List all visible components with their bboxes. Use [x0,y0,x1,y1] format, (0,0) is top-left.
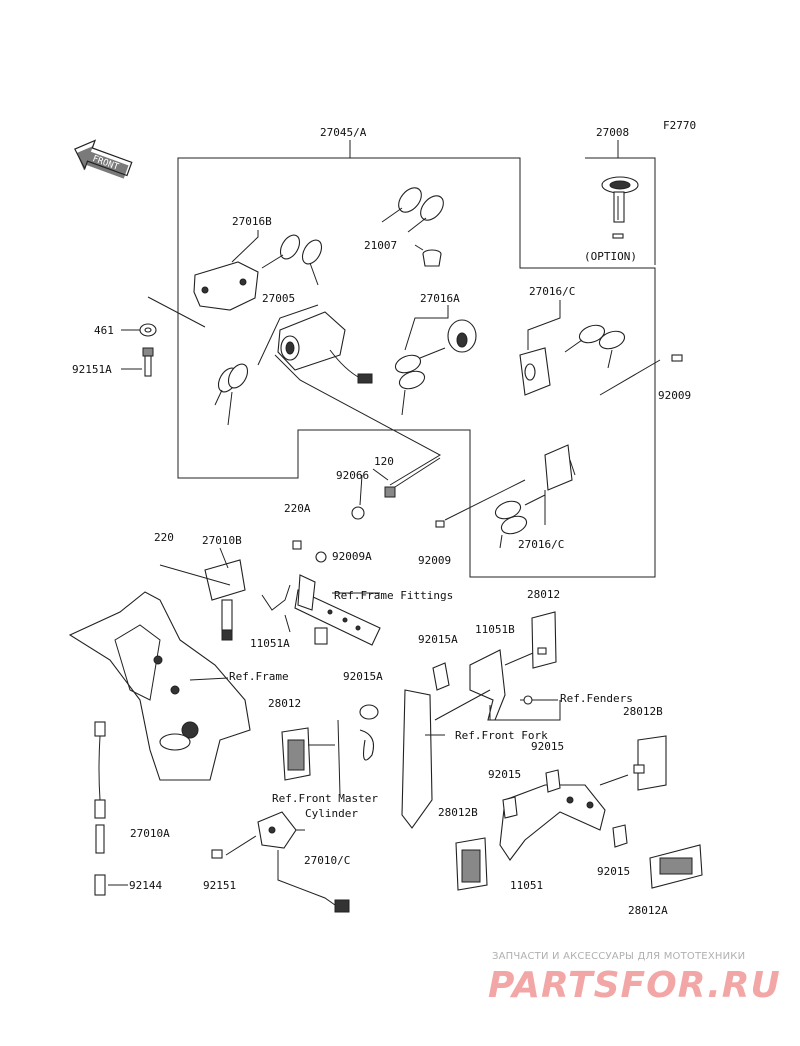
label-28012B-right: 28012B [623,705,663,718]
cap-21007-icon [422,249,442,267]
option-label: (OPTION) [584,250,637,263]
label-220A: 220A [284,502,311,515]
label-28012-top: 28012 [527,588,561,601]
label-92144: 92144 [129,879,163,892]
keys-21007-icon [381,187,444,233]
frame-fittings-bracket-icon [294,574,381,646]
set-bracket-lines [177,140,656,578]
label-92009-right: 92009 [658,389,692,402]
label-27008: 27008 [596,126,630,139]
lock-27016C-low-icon [494,444,573,549]
label-11051: 11051 [510,879,544,892]
label-92066: 92066 [336,469,370,482]
label-92151A: 92151A [72,363,112,376]
cover-27016B-icon [193,234,323,311]
switch-27010C-icon [211,811,350,913]
label-21007: 21007 [364,239,398,252]
ref-front-master-1: Ref.Front Master [272,792,378,805]
label-28012-left: 28012 [268,697,302,710]
label-120: 120 [374,455,394,468]
bracket-11051-icon [499,774,629,861]
nuts-92015A-icon [359,662,450,761]
label-11051A: 11051A [250,637,290,650]
cable-27010A-icon [94,721,128,896]
label-92015-2: 92015 [488,768,522,781]
frame-icon [68,591,251,781]
reflector-28012-top-icon [531,611,557,669]
label-220: 220 [154,531,174,544]
reflector-28012-left-icon [281,719,341,796]
label-92015A-2: 92015A [343,670,383,683]
front-fork-icon [401,689,445,829]
label-27005: 27005 [262,292,296,305]
watermark-tagline: ЗАПЧАСТИ И АКСЕССУАРЫ ДЛЯ МОТОТЕХНИКИ [492,951,746,962]
ref-front-fork: Ref.Front Fork [455,729,548,742]
ref-frame-fittings: Ref.Frame Fittings [334,589,454,602]
label-28012A: 28012A [628,904,668,917]
leader-lines [121,230,661,525]
label-27016C-low: 27016/C [518,538,565,551]
label-27016A: 27016A [420,292,460,305]
label-27010C: 27010/C [304,854,351,867]
label-92015A-1: 92015A [418,633,458,646]
lock-27016C-top-icon [519,324,626,396]
label-28012B-mid: 28012B [438,806,478,819]
reflector-28012A-icon [649,844,703,889]
figure-code: F2770 [663,119,697,132]
switch-27010B-icon [159,547,291,641]
label-92015-1: 92015 [531,740,565,753]
label-27010A: 27010A [130,827,170,840]
watermark-brand: PARTSFOR.RU [488,965,781,1006]
label-461: 461 [94,324,114,337]
ref-front-master-2: Cylinder [305,807,358,820]
option-key-icon [601,176,639,239]
label-11051B: 11051B [475,623,515,636]
ref-fenders: Ref.Fenders [560,692,633,705]
bracket-11051B-icon [434,649,561,721]
lock-27016A-icon [394,319,477,416]
nuts-92015-icon [502,769,628,848]
label-27010B: 27010B [202,534,242,547]
label-27045A: 27045/A [320,126,367,139]
label-92151: 92151 [203,879,237,892]
reflector-28012B-right-icon [633,735,667,791]
reflector-28012B-mid-icon [455,837,488,891]
ignition-switch-27005-icon [214,311,373,426]
label-27016C-top: 27016/C [529,285,576,298]
fasteners-icon [139,323,683,563]
label-27016B: 27016B [232,215,272,228]
label-92015-3: 92015 [597,865,631,878]
label-92009-low: 92009 [418,554,452,567]
front-arrow-icon: FRONT [74,139,133,179]
ref-frame: Ref.Frame [229,670,289,683]
label-92009A: 92009A [332,550,372,563]
